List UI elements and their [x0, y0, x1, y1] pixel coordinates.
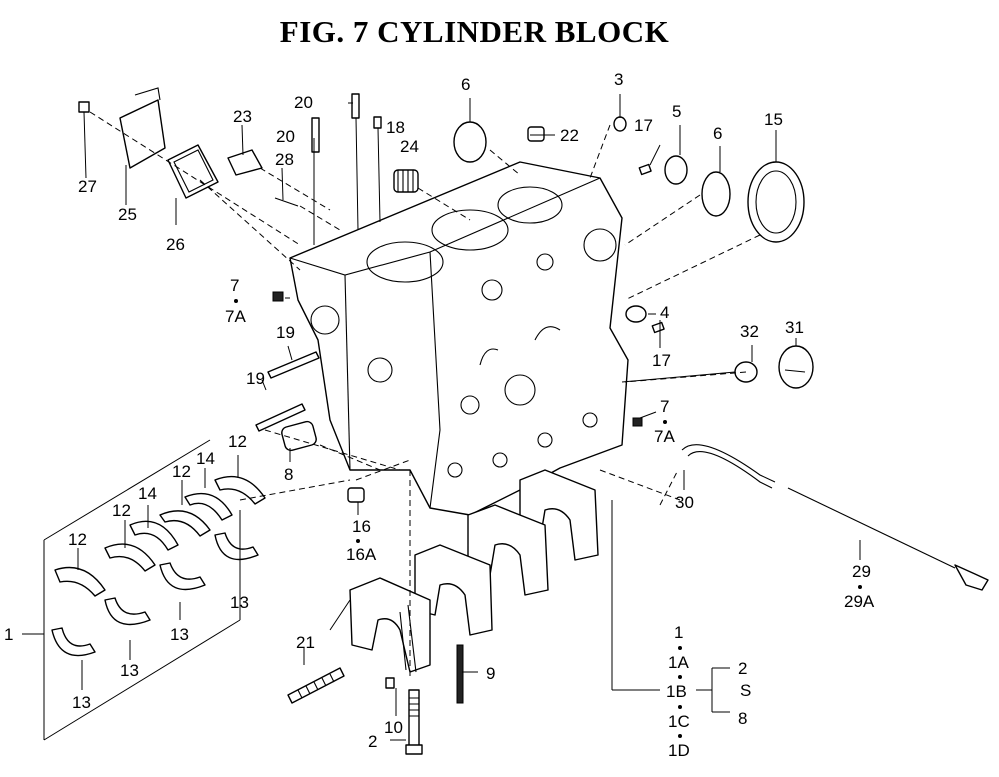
variant-labels: 1 1A 1B 1C 1D 2 S 8 — [666, 623, 751, 760]
callout-17-top: 17 — [634, 116, 653, 135]
leader-lines — [22, 94, 861, 741]
callout-29: 29 — [852, 562, 871, 581]
callout-26: 26 — [166, 235, 185, 254]
callout-14-b: 14 — [196, 449, 215, 468]
callout-12-b: 12 — [112, 501, 131, 520]
variant-1: 1 — [674, 623, 683, 642]
callout-13-c: 13 — [170, 625, 189, 644]
callout-12-a: 12 — [68, 530, 87, 549]
callout-30: 30 — [675, 493, 694, 512]
page-title: FIG. 7 CYLINDER BLOCK — [279, 14, 670, 49]
callout-7A-right: 7A — [654, 427, 675, 446]
callout-16A: 16A — [346, 545, 377, 564]
variant-1B: 1B — [666, 682, 687, 701]
callout-1: 1 — [4, 625, 13, 644]
callout-25: 25 — [118, 205, 137, 224]
callout-8: 8 — [284, 465, 293, 484]
callout-3: 3 — [614, 70, 623, 89]
cylinder-block — [289, 161, 629, 516]
callout-18: 18 — [386, 118, 405, 137]
callout-14-a: 14 — [138, 484, 157, 503]
callout-16: 16 — [352, 517, 371, 536]
callout-labels: 27 25 26 23 28 20 20 18 24 6 22 3 17 5 6… — [4, 70, 875, 751]
callout-12-d: 12 — [228, 432, 247, 451]
callout-13-d: 13 — [230, 593, 249, 612]
callout-4: 4 — [660, 303, 669, 322]
callout-2: 2 — [368, 732, 377, 751]
variant-1C: 1C — [668, 712, 690, 731]
callout-31: 31 — [785, 318, 804, 337]
callout-6-left: 6 — [461, 75, 470, 94]
bearing-shells — [51, 475, 266, 657]
callout-29A: 29A — [844, 592, 875, 611]
range-start-2: 2 — [738, 659, 747, 678]
callout-10: 10 — [384, 718, 403, 737]
range-end-8: 8 — [738, 709, 747, 728]
callout-9: 9 — [486, 664, 495, 683]
variant-1D: 1D — [668, 741, 690, 760]
callout-32: 32 — [740, 322, 759, 341]
callout-19-lower: 19 — [246, 369, 265, 388]
callout-21: 21 — [296, 633, 315, 652]
callout-13-a: 13 — [72, 693, 91, 712]
callout-7-right: 7 — [660, 397, 669, 416]
callout-15: 15 — [764, 110, 783, 129]
callout-6-right: 6 — [713, 124, 722, 143]
callout-13-b: 13 — [120, 661, 139, 680]
callout-12-c: 12 — [172, 462, 191, 481]
callout-27: 27 — [78, 177, 97, 196]
callout-22: 22 — [560, 126, 579, 145]
bolts — [287, 644, 464, 755]
range-separator: S — [740, 681, 751, 700]
callout-20-upper: 20 — [294, 93, 313, 112]
callout-5: 5 — [672, 102, 681, 121]
bearing-caps — [349, 469, 599, 673]
callout-19-upper: 19 — [276, 323, 295, 342]
callout-17-right: 17 — [652, 351, 671, 370]
callout-28: 28 — [275, 150, 294, 169]
callout-23: 23 — [233, 107, 252, 126]
variant-1A: 1A — [668, 653, 689, 672]
callout-7A-left: 7A — [225, 307, 246, 326]
callout-20-lower: 20 — [276, 127, 295, 146]
callout-24: 24 — [400, 137, 419, 156]
callout-7-left: 7 — [230, 276, 239, 295]
